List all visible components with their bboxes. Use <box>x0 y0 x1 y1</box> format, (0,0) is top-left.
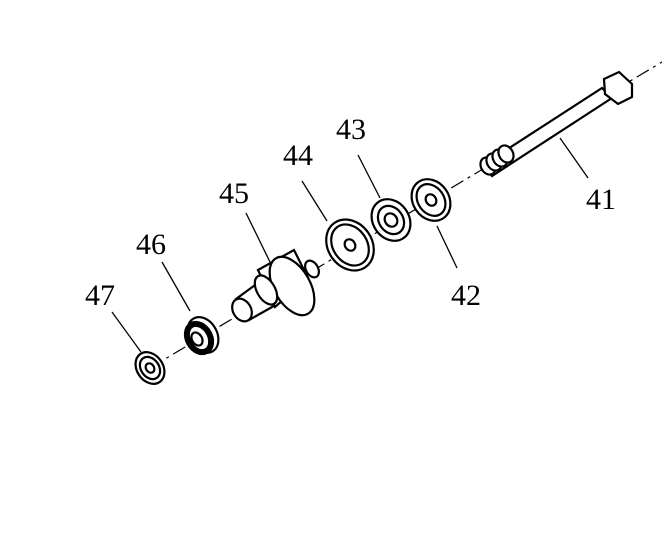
callout-43: 43 <box>336 113 366 146</box>
part-41-bolt <box>479 70 634 178</box>
callout-41: 41 <box>586 183 616 216</box>
part-43-washer <box>370 198 412 242</box>
leader-42 <box>436 225 458 269</box>
part-44-washer <box>325 218 375 272</box>
callout-46: 46 <box>136 228 166 261</box>
callout-42: 42 <box>451 279 481 312</box>
part-45-bushing <box>231 248 320 323</box>
callout-47: 47 <box>85 279 115 312</box>
leader-47 <box>111 311 142 353</box>
part-47-washer <box>134 351 166 385</box>
part-42-washer <box>410 178 452 222</box>
leader-45 <box>245 212 271 263</box>
leader-44 <box>301 180 328 222</box>
part-46-bearing <box>183 316 220 356</box>
callout-44: 44 <box>283 139 313 172</box>
leader-41 <box>559 137 589 179</box>
leader-43 <box>357 154 381 199</box>
leader-46 <box>161 261 191 312</box>
callout-45: 45 <box>219 177 249 210</box>
